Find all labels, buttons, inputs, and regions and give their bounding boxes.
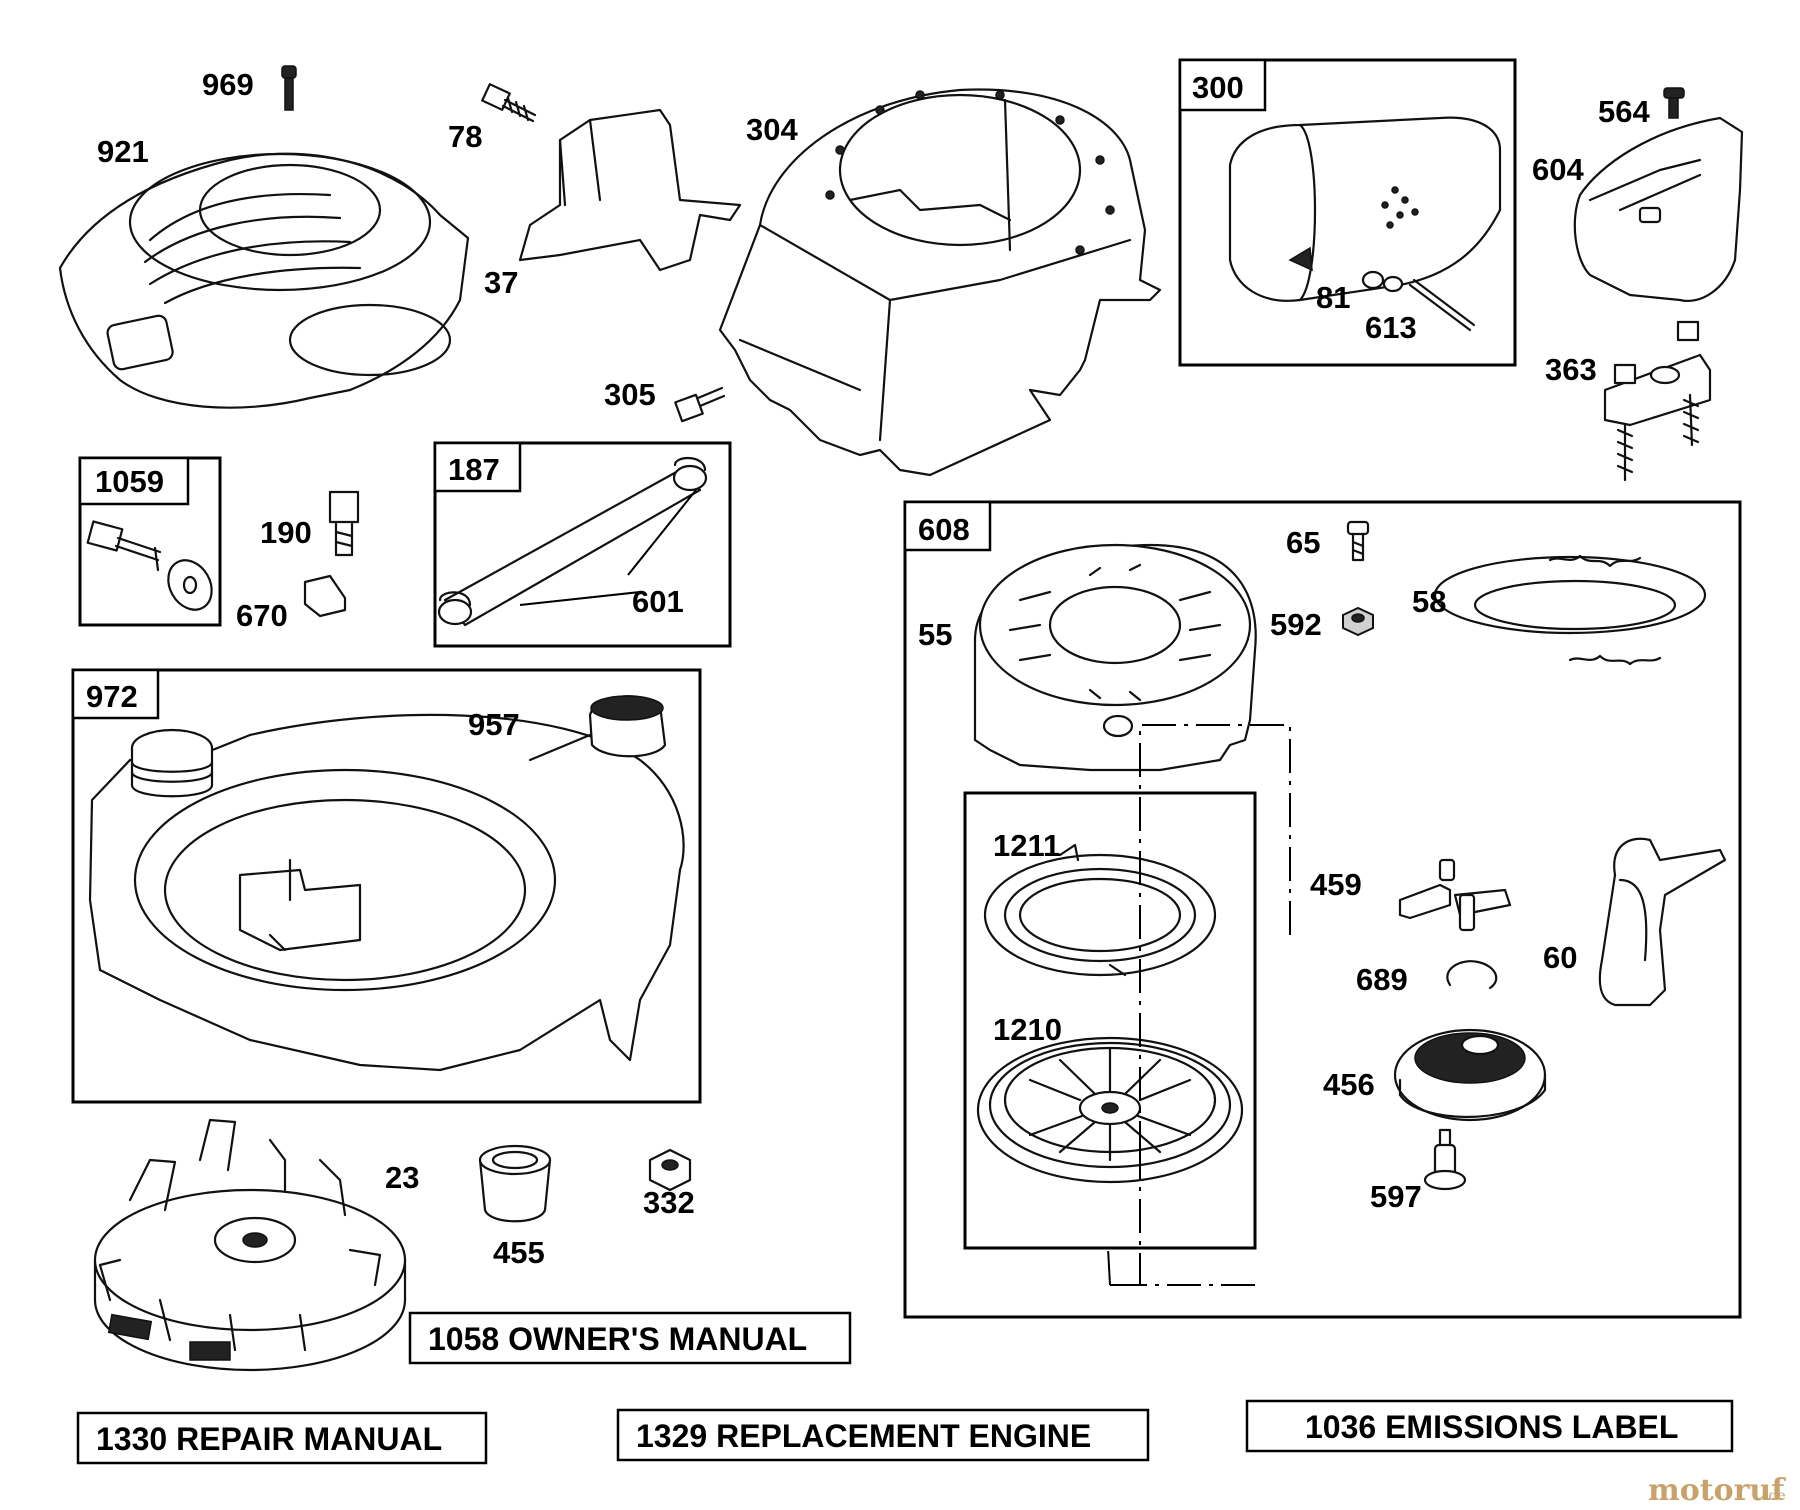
part-58-rope-drawing xyxy=(1433,554,1707,666)
part-921-cover-drawing xyxy=(58,152,470,409)
svg-text:1329 REPLACEMENT ENGINE: 1329 REPLACEMENT ENGINE xyxy=(636,1418,1091,1454)
part-300-muffler-drawing xyxy=(1228,116,1502,332)
replacement-engine-label: 1329 REPLACEMENT ENGINE xyxy=(616,1408,1150,1462)
callout-613: 613 xyxy=(1365,310,1417,345)
callout-564: 564 xyxy=(1598,94,1650,129)
svg-text:1058 OWNER'S MANUAL: 1058 OWNER'S MANUAL xyxy=(428,1321,807,1357)
callout-304: 304 xyxy=(746,112,798,147)
callout-363: 363 xyxy=(1545,352,1597,387)
part-972-fuel-tank-drawing xyxy=(88,713,685,1072)
callout-81: 81 xyxy=(1316,280,1350,315)
svg-text:motoruf: motoruf xyxy=(1648,1473,1786,1508)
group-box-300 xyxy=(1178,58,1517,367)
callout-187: 187 xyxy=(448,452,500,487)
callout-601: 601 xyxy=(632,584,684,619)
owners-manual-label: 1058 OWNER'S MANUAL xyxy=(408,1311,852,1365)
part-332-nut-drawing xyxy=(648,1148,692,1192)
group-box-972 xyxy=(71,668,702,1104)
part-1210-pulley-drawing xyxy=(976,1036,1244,1184)
callout-332: 332 xyxy=(643,1185,695,1220)
callout-921: 921 xyxy=(97,134,149,169)
callout-1059: 1059 xyxy=(95,464,164,499)
part-190-670-drawing xyxy=(303,490,360,618)
part-564-604-drawing xyxy=(1573,87,1744,303)
group-box-187 xyxy=(433,441,732,648)
assembly-link-line xyxy=(1107,724,1291,1286)
callout-455: 455 xyxy=(493,1235,545,1270)
callout-957: 957 xyxy=(468,707,520,742)
callout-969: 969 xyxy=(202,67,254,102)
callout-1210: 1210 xyxy=(993,1012,1062,1047)
callout-459: 459 xyxy=(1310,867,1362,902)
callout-597: 597 xyxy=(1370,1179,1422,1214)
part-304-blower-housing-drawing xyxy=(718,88,1162,477)
callout-37: 37 xyxy=(484,265,518,300)
callout-60: 60 xyxy=(1543,940,1577,975)
callout-670: 670 xyxy=(236,598,288,633)
callout-55: 55 xyxy=(918,617,952,652)
callout-689: 689 xyxy=(1356,962,1408,997)
watermark-logo: motoruf .de xyxy=(1648,1473,1786,1508)
callout-58: 58 xyxy=(1412,584,1446,619)
part-689-clip-drawing xyxy=(1446,960,1498,990)
emissions-label: 1036 EMISSIONS LABEL xyxy=(1245,1399,1734,1453)
part-65-592-drawing xyxy=(1342,520,1374,637)
callout-23: 23 xyxy=(385,1160,419,1195)
callout-592: 592 xyxy=(1270,607,1322,642)
part-455-retainer-drawing xyxy=(478,1144,552,1223)
part-305-bolt-drawing xyxy=(674,386,726,423)
part-37-shield-drawing xyxy=(518,108,742,272)
part-456-ratchet-drawing xyxy=(1393,1028,1547,1122)
part-55-rewind-housing-drawing xyxy=(973,543,1257,772)
callout-604: 604 xyxy=(1532,152,1584,187)
callout-65: 65 xyxy=(1286,525,1320,560)
group-box-608 xyxy=(903,500,1742,1319)
callout-608: 608 xyxy=(918,512,970,547)
callout-190: 190 xyxy=(260,515,312,550)
part-1211-spring-drawing xyxy=(983,843,1217,977)
part-969-screw-drawing xyxy=(281,65,297,111)
part-363-bracket-drawing xyxy=(1603,320,1712,482)
svg-text:.de: .de xyxy=(1764,1488,1786,1504)
part-1059-drawing xyxy=(86,520,213,611)
part-78-bolt-drawing xyxy=(481,83,537,123)
repair-manual-label: 1330 REPAIR MANUAL xyxy=(76,1411,488,1465)
part-60-handle-drawing xyxy=(1598,837,1727,1007)
callout-300: 300 xyxy=(1192,70,1244,105)
svg-text:1330 REPAIR MANUAL: 1330 REPAIR MANUAL xyxy=(96,1421,442,1457)
part-597-screw-drawing xyxy=(1423,1128,1467,1191)
svg-text:1036 EMISSIONS LABEL: 1036 EMISSIONS LABEL xyxy=(1305,1409,1678,1445)
callout-305: 305 xyxy=(604,377,656,412)
part-23-flywheel-drawing xyxy=(93,1118,407,1372)
callout-1211: 1211 xyxy=(993,828,1060,863)
callout-78: 78 xyxy=(448,119,482,154)
part-459-dog-drawing xyxy=(1398,858,1512,932)
part-957-fuel-cap-drawing xyxy=(528,695,667,762)
part-187-fuel-line-drawing xyxy=(437,457,708,627)
group-box-spring-pulley xyxy=(963,791,1257,1250)
callout-456: 456 xyxy=(1323,1067,1375,1102)
callout-972: 972 xyxy=(86,679,138,714)
